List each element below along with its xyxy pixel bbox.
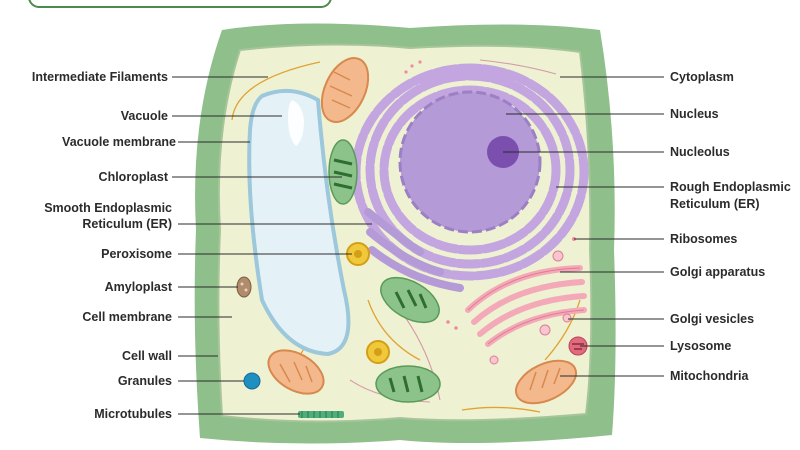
smooth-er xyxy=(364,208,464,292)
label-nucleus: Nucleus xyxy=(670,107,719,121)
filaments xyxy=(231,61,581,413)
lysosome xyxy=(568,336,588,356)
label-golgi-apparatus: Golgi apparatus xyxy=(670,265,766,279)
label-vacuole: Vacuole xyxy=(120,109,168,123)
amyloplast xyxy=(236,276,252,298)
golgi-outline xyxy=(467,267,585,345)
label-amyloplast: Amyloplast xyxy=(104,280,172,294)
vacuole xyxy=(247,88,351,357)
chloroplast xyxy=(328,139,358,205)
chloroplast xyxy=(380,276,440,324)
vacuole-highlight xyxy=(288,100,304,146)
label-intermediate-filaments: Intermediate Filaments xyxy=(31,70,168,84)
label-cell-wall: Cell wall xyxy=(121,349,172,363)
mitochondrion xyxy=(267,349,325,395)
chloroplast xyxy=(375,365,441,403)
label-rough-er-line2: Reticulum (ER) xyxy=(670,197,760,211)
label-cell-membrane: Cell membrane xyxy=(82,310,172,324)
leader-lines-left xyxy=(172,76,372,415)
label-mitochondria: Mitochondria xyxy=(670,369,749,383)
label-cytoplasm: Cytoplasm xyxy=(670,70,734,84)
golgi-vesicles xyxy=(489,250,572,365)
label-chloroplast: Chloroplast xyxy=(98,170,168,184)
granule xyxy=(243,372,261,390)
label-nucleolus: Nucleolus xyxy=(670,145,730,159)
label-microtubules: Microtubules xyxy=(94,407,172,421)
label-vacuole-membrane: Vacuole membrane xyxy=(62,135,176,149)
label-ribosomes: Ribosomes xyxy=(670,232,738,246)
peroxisome xyxy=(366,340,390,364)
label-smooth-er-line2: Reticulum (ER) xyxy=(82,217,172,231)
label-smooth-er-line1: Smooth Endoplasmic xyxy=(44,201,172,215)
label-rough-er-line1: Rough Endoplasmic xyxy=(670,180,791,194)
mitochondrion xyxy=(515,359,577,405)
nucleus xyxy=(398,90,542,234)
mitochondrion xyxy=(320,57,370,123)
label-lysosome: Lysosome xyxy=(670,339,732,353)
label-peroxisome: Peroxisome xyxy=(101,247,172,261)
peroxisome xyxy=(346,242,370,266)
leader-lines-right xyxy=(503,76,664,377)
label-golgi-vesicles: Golgi vesicles xyxy=(670,312,755,326)
label-granules: Granules xyxy=(117,374,172,388)
microtubule xyxy=(298,411,344,418)
